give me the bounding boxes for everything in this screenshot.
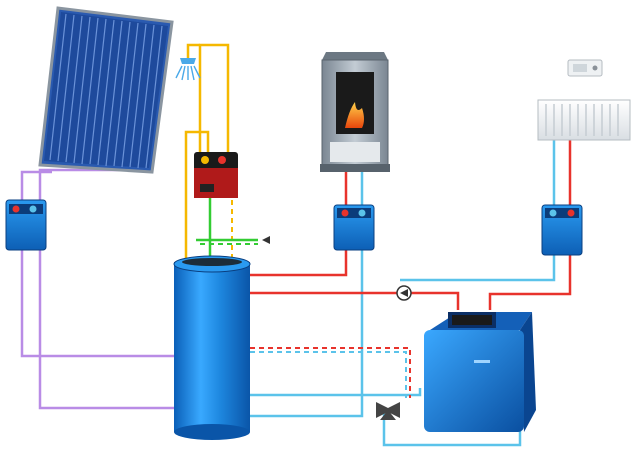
- mixing-valve-icon: [376, 402, 400, 420]
- flame-icon: [345, 102, 364, 128]
- solar-loop-pipes: [20, 148, 176, 410]
- shower-head-icon: [175, 58, 201, 81]
- stove-circuit-pipes: [248, 172, 364, 418]
- cold-water-dashed: [227, 50, 233, 262]
- solar-collector: [38, 6, 174, 174]
- boiler-dashed-pipes: [250, 347, 411, 398]
- radiator: [537, 99, 631, 141]
- potable-green-pipes: [196, 196, 258, 262]
- storage-tank: [173, 255, 251, 440]
- heating-circuit-pipes: [248, 140, 572, 447]
- freshwater-station: [194, 152, 238, 198]
- circulation-pump-icon: [396, 285, 412, 301]
- wood-stove: [320, 52, 390, 172]
- solar-station: [5, 199, 47, 251]
- stove-station: [333, 204, 375, 251]
- flow-arrow-icon: [262, 236, 270, 244]
- heating-station: [541, 204, 583, 256]
- room-controller-icon: [567, 59, 603, 77]
- boiler: [424, 312, 536, 432]
